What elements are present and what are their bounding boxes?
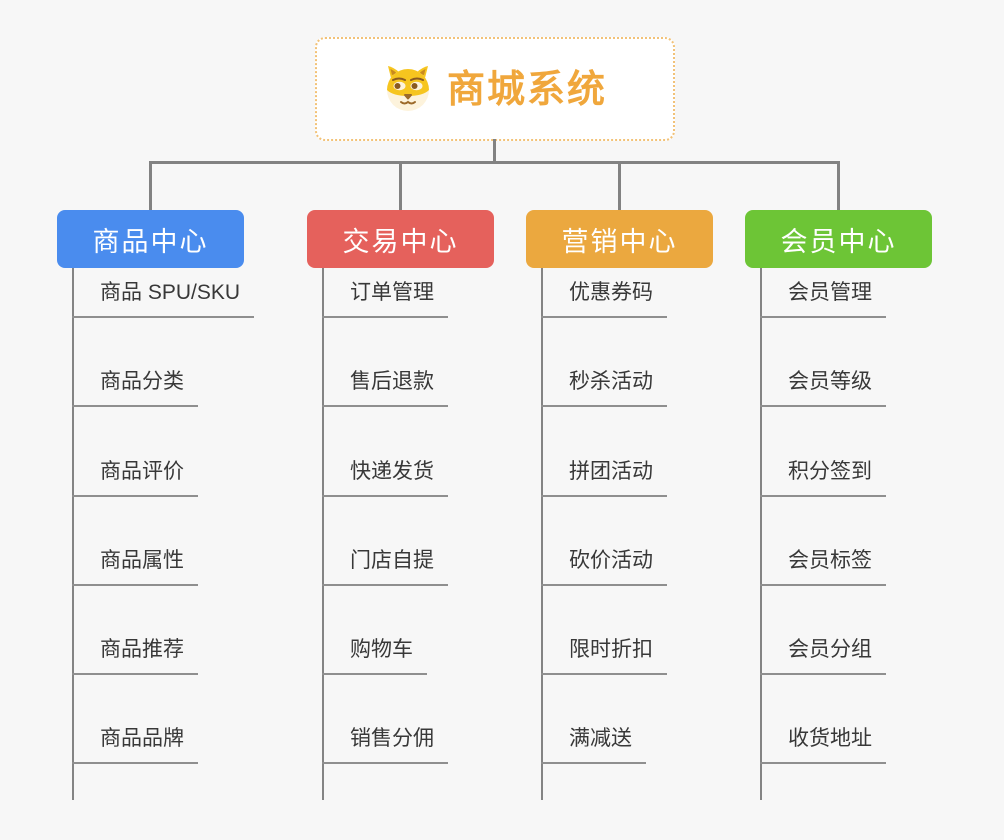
- mindmap-item[interactable]: 门店自提: [322, 547, 448, 586]
- branch-trunk-line: [760, 268, 762, 800]
- mindmap-item[interactable]: 会员分组: [760, 636, 886, 675]
- branch-product-center: 商品中心 商品 SPU/SKU 商品分类商品评价商品属性商品推荐商品品牌: [57, 210, 307, 810]
- branch-header-node[interactable]: 营销中心: [526, 210, 713, 268]
- mindmap-item[interactable]: 秒杀活动: [541, 368, 667, 407]
- root-title: 商城系统: [446, 69, 607, 111]
- mindmap-item[interactable]: 限时折扣: [541, 636, 667, 675]
- branch-trunk-line: [72, 268, 74, 800]
- branch-trunk-line: [322, 268, 324, 800]
- branch-header-node[interactable]: 交易中心: [307, 210, 494, 268]
- connector-horizontal-bar: [149, 161, 840, 164]
- branch-trunk-line: [541, 268, 543, 800]
- mindmap-item[interactable]: 商品属性: [72, 547, 198, 586]
- dog-face-icon: [386, 66, 429, 111]
- mindmap-item[interactable]: 会员标签: [760, 547, 886, 586]
- mindmap-item[interactable]: 商品评价: [72, 458, 198, 497]
- branch-header-node[interactable]: 会员中心: [745, 210, 932, 268]
- branch-trade-center: 交易中心 订单管理售后退款快递发货门店自提购物车销售分佣: [307, 210, 557, 810]
- branch-marketing-center: 营销中心 优惠券码秒杀活动拼团活动砍价活动限时折扣满减送: [526, 210, 776, 810]
- mindmap-item[interactable]: 商品推荐: [72, 636, 198, 675]
- connector-drop-line: [618, 161, 621, 210]
- mindmap-item[interactable]: 砍价活动: [541, 547, 667, 586]
- branch-member-center: 会员中心 会员管理会员等级积分签到会员标签会员分组收货地址: [745, 210, 995, 810]
- mindmap-item[interactable]: 商品 SPU/SKU: [72, 279, 255, 318]
- mindmap-item[interactable]: 会员等级: [760, 368, 886, 407]
- mindmap-item[interactable]: 收货地址: [760, 725, 886, 764]
- mindmap-item[interactable]: 会员管理: [760, 279, 886, 318]
- mindmap-item[interactable]: 积分签到: [760, 458, 886, 497]
- mindmap-item[interactable]: 购物车: [322, 636, 427, 675]
- mindmap-item[interactable]: 商品分类: [72, 368, 198, 407]
- mindmap-item[interactable]: 售后退款: [322, 368, 448, 407]
- mindmap-item[interactable]: 快递发货: [322, 458, 448, 497]
- mindmap-item[interactable]: 满减送: [541, 725, 646, 764]
- mindmap-item[interactable]: 拼团活动: [541, 458, 667, 497]
- branch-header-node[interactable]: 商品中心: [57, 210, 244, 268]
- root-node[interactable]: 商城系统: [315, 37, 675, 141]
- connector-root-stem: [493, 139, 496, 163]
- mindmap-item[interactable]: 订单管理: [322, 279, 448, 318]
- mindmap-item[interactable]: 商品品牌: [72, 725, 198, 764]
- connector-drop-line: [837, 161, 840, 210]
- mindmap-item[interactable]: 优惠券码: [541, 279, 667, 318]
- connector-drop-line: [149, 161, 152, 210]
- connector-drop-line: [399, 161, 402, 210]
- mindmap-item[interactable]: 销售分佣: [322, 725, 448, 764]
